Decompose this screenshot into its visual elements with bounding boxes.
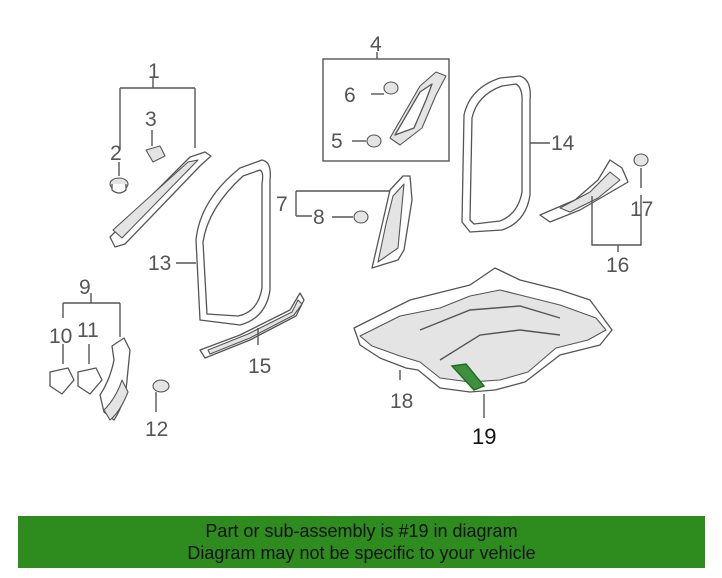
weatherstrip-part-13 (176, 159, 271, 326)
sub-assembly-box-4 (322, 58, 450, 162)
parts-diagram: 1 3 2 4 6 5 13 7 8 14 (49, 33, 653, 449)
callout-15: 15 (248, 355, 271, 378)
floor-carpet-part-18 (353, 267, 613, 393)
banner-line-1: Part or sub-assembly is #19 in diagram (205, 521, 518, 541)
callout-18: 18 (390, 390, 413, 413)
callout-10: 10 (49, 325, 72, 348)
scuff-plate-part-15 (199, 292, 305, 359)
part-group-9 (49, 293, 170, 421)
part-group-7 (295, 175, 413, 269)
clip-part-3 (145, 145, 166, 163)
callout-14: 14 (551, 132, 575, 155)
callout-13: 13 (148, 252, 171, 275)
callout-9: 9 (79, 276, 91, 299)
part-group-1 (109, 78, 212, 248)
a-pillar-trim-part (109, 151, 212, 248)
callout-4: 4 (370, 33, 382, 56)
callout-11: 11 (77, 319, 99, 342)
callout-17: 17 (630, 198, 653, 221)
clip-part-2 (109, 177, 129, 194)
callout-3: 3 (145, 108, 157, 131)
highlighted-part-19 (450, 363, 486, 418)
callout-1: 1 (148, 60, 160, 83)
info-banner: Part or sub-assembly is #19 in diagram D… (18, 516, 705, 568)
callout-2: 2 (110, 142, 122, 165)
callout-16: 16 (606, 254, 629, 277)
callout-6: 6 (344, 84, 356, 107)
callout-8: 8 (313, 206, 325, 229)
banner-line-2: Diagram may not be specific to your vehi… (187, 543, 536, 563)
part-group-4 (322, 52, 450, 162)
callout-12: 12 (145, 418, 168, 441)
callout-5: 5 (331, 130, 343, 153)
weatherstrip-part-14 (461, 75, 550, 233)
callout-19: 19 (472, 424, 496, 449)
callout-7: 7 (276, 193, 288, 216)
part-group-16 (539, 153, 649, 252)
